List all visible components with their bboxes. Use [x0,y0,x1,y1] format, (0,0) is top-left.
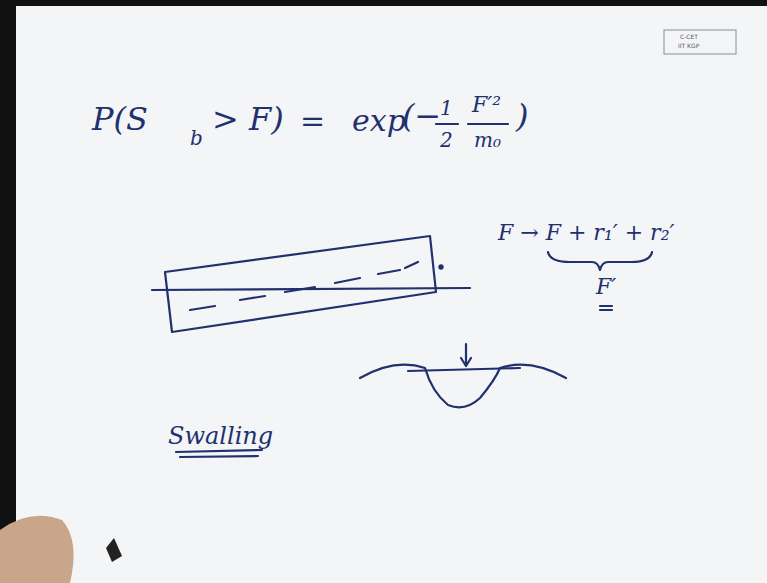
double-underline [180,456,258,457]
wave-trough [360,365,566,408]
formula-text: P(S [92,103,148,135]
logo-box [664,30,736,54]
formula-text: > F) [212,103,284,135]
fraction-numerator: 1 [440,98,453,118]
force-arrow [465,344,467,365]
ship-hull [165,236,436,332]
fraction-bar [468,123,508,125]
arrow-head [461,358,471,366]
dashed-waterline [190,262,418,310]
water-level [408,368,520,371]
heading-note: Swalling [168,424,273,448]
fraction-denominator: m₀ [474,130,501,150]
underbrace [548,252,652,270]
dot [439,265,442,268]
formula-text: = [300,106,325,136]
substitution-result: F′ [596,276,616,298]
left-frame [0,0,16,583]
formula-text: ) [516,100,528,132]
logo-text: C-CET [680,34,698,40]
fraction-denominator: 2 [440,130,453,150]
double-underline [600,305,612,307]
double-underline [176,450,262,452]
formula-text: (− [402,100,441,132]
subscript: b [190,128,203,148]
top-frame [0,0,767,6]
double-underline [600,309,612,311]
hand [0,516,74,583]
substitution-text: F → F + r₁′ + r₂′ [498,222,674,244]
formula-text: exp [352,106,406,136]
logo-text: IIT KGP [678,43,699,49]
pen-tip [106,538,122,562]
fraction-numerator: F′² [472,94,501,116]
